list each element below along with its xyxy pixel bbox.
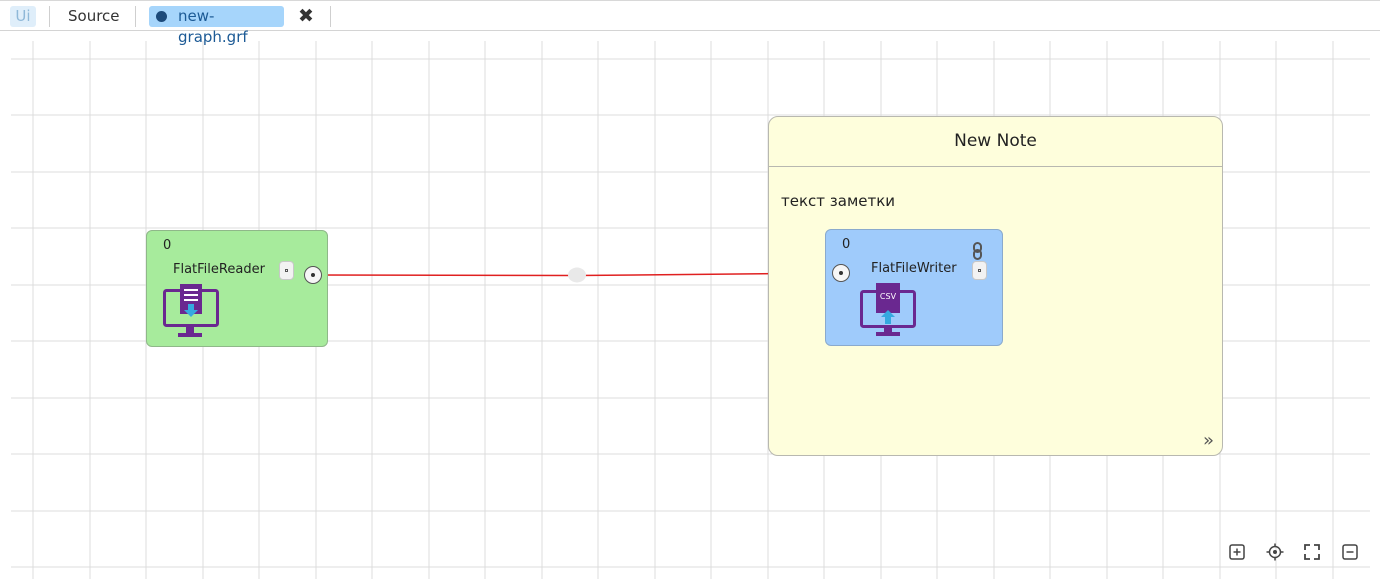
note-title: New Note bbox=[769, 117, 1222, 167]
reader-options-button[interactable] bbox=[279, 261, 294, 280]
link-chain-icon bbox=[973, 242, 982, 260]
note-expand-icon[interactable]: » bbox=[1202, 430, 1214, 451]
reader-output-port[interactable] bbox=[304, 266, 322, 284]
tab-source[interactable]: Source bbox=[68, 7, 120, 25]
monitor-csv-upload-icon: CSV bbox=[860, 283, 916, 336]
writer-input-port[interactable] bbox=[832, 264, 850, 282]
reader-title: FlatFileReader bbox=[173, 262, 265, 277]
flat-file-reader-node[interactable]: 0 FlatFileReader bbox=[146, 230, 328, 347]
tab-ui[interactable]: Ui bbox=[10, 6, 36, 27]
edge-reader-to-writer[interactable] bbox=[312, 274, 578, 277]
fit-screen-icon[interactable] bbox=[1303, 543, 1321, 561]
edge-midpoint-handle[interactable] bbox=[568, 267, 586, 283]
modified-dot-icon bbox=[156, 11, 167, 22]
monitor-document-download-icon bbox=[163, 284, 219, 337]
zoom-out-icon[interactable] bbox=[1341, 543, 1359, 561]
tab-separator bbox=[135, 6, 136, 27]
writer-title: FlatFileWriter bbox=[871, 261, 957, 276]
tab-separator bbox=[49, 6, 50, 27]
zoom-in-icon[interactable] bbox=[1228, 543, 1246, 561]
close-tab-icon[interactable]: ✖ bbox=[298, 5, 314, 27]
tab-file-label: new-graph.grf bbox=[178, 7, 248, 46]
tab-new-graph[interactable]: new-graph.grf bbox=[149, 6, 284, 46]
tab-separator bbox=[330, 6, 331, 27]
tab-bar: Ui Source new-graph.grf ✖ bbox=[0, 0, 1380, 46]
reader-number: 0 bbox=[163, 238, 172, 253]
graph-canvas[interactable]: 0 FlatFileReader New Note текст заметки … bbox=[0, 31, 1380, 584]
writer-number: 0 bbox=[842, 237, 851, 252]
writer-options-button[interactable] bbox=[972, 261, 987, 280]
note-text: текст заметки bbox=[781, 192, 896, 210]
center-icon[interactable] bbox=[1266, 543, 1284, 561]
csv-label: CSV bbox=[880, 292, 897, 301]
flat-file-writer-node[interactable]: 0 FlatFileWriter CSV bbox=[825, 229, 1003, 346]
